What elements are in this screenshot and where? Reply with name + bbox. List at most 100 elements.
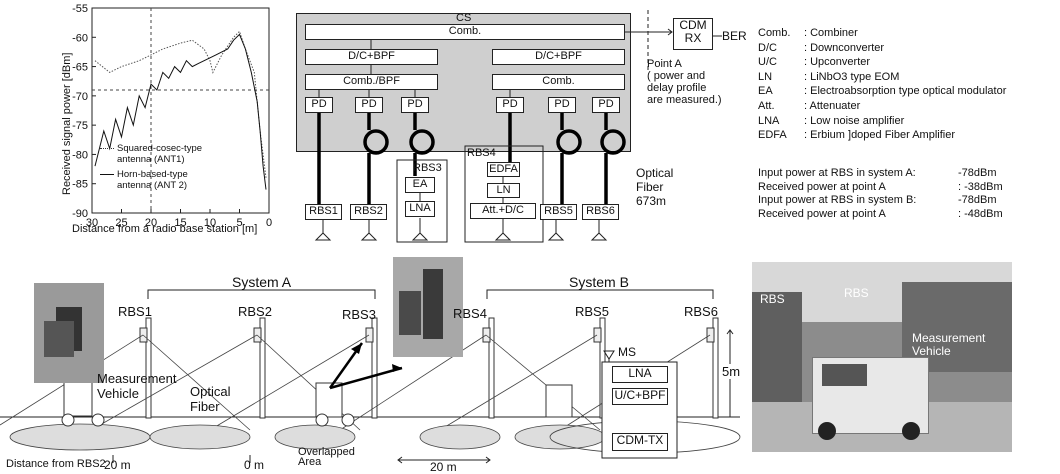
power-note-value: -78dBm [958, 167, 997, 179]
power-note-value: -78dBm [958, 194, 997, 206]
comb-right-box: Comb. [492, 74, 625, 90]
legend-label-ant1: Squared-cosec-type antenna (ANT1) [117, 143, 203, 165]
distance-20m-left: 20 m [104, 458, 131, 472]
system-a-label: System A [232, 274, 292, 290]
field-rbs2: RBS2 [238, 304, 272, 319]
power-note-value: : -38dBm [958, 180, 1003, 193]
lna-box: LNA [405, 201, 435, 217]
cdm-rx-box: CDM RX [673, 18, 713, 50]
rbs6-box: RBS6 [582, 204, 619, 220]
y-tick-label: -55 [72, 3, 88, 15]
fiber-and-rbs [314, 10, 722, 243]
system-b-label: System B [569, 274, 629, 290]
power-note-row: Input power at RBS in system A:-78dBm [758, 167, 997, 179]
ln-box: LN [487, 183, 520, 198]
field-layout [0, 289, 741, 464]
abbreviation-key: EA [758, 85, 773, 98]
abbreviation-desc: : Attenuater [804, 100, 861, 112]
abbreviation-row: D/C : Downconverter [758, 42, 884, 54]
field-rbs1: RBS1 [118, 304, 152, 319]
legend-line-dotted [100, 148, 114, 149]
abbreviation-row: Att.: Attenuater [758, 100, 860, 112]
point-a-note: Point A ( power and delay profile are me… [647, 58, 722, 106]
abbreviation-row: LN : LiNbO3 type EOM [758, 71, 899, 83]
signal-power-chart: 30 25 20 15 10 5 0 -55 -60 -65 -70 -75 -80 -85 -90 Rec… [61, 3, 272, 235]
y-tick-label: -70 [72, 91, 88, 103]
abbreviation-key: LN [758, 70, 773, 83]
pd-6: PD [592, 97, 620, 113]
x-axis-label: Distance from a radio base station [m] [72, 223, 257, 235]
pd-2: PD [355, 97, 383, 113]
y-axis-label: Received signal power [dBm] [61, 53, 73, 195]
rbs-antenna-photo-1 [34, 283, 104, 383]
y-tick-label: -65 [72, 62, 88, 74]
rbs2-box: RBS2 [350, 204, 387, 220]
edfa-box: EDFA [487, 162, 520, 177]
distance-axis-label: Distance from RBS2 [6, 458, 106, 470]
height-label: 5m [722, 364, 741, 379]
x-tick-label: 0 [266, 217, 272, 229]
ms-label: MS [618, 345, 636, 359]
street-photo: RBS RBS Measurement Vehicle [752, 262, 1012, 452]
abbreviation-row: Comb. : Combiner [758, 27, 858, 39]
power-note-label: Input power at RBS in system B: [758, 194, 917, 206]
power-note-row: Input power at RBS in system B: -78dBm [758, 194, 997, 206]
abbreviation-key: D/C [758, 41, 777, 54]
pd-4: PD [496, 97, 524, 113]
y-tick-label: -80 [72, 149, 88, 161]
photo-rbs-right: RBS [844, 286, 869, 300]
x-tick-label: 10 [204, 217, 216, 229]
pd-5: PD [548, 97, 576, 113]
optical-fiber-label: Optical Fiber [190, 384, 231, 414]
rbs3-label: RBS3 [413, 162, 442, 174]
abbreviation-key: Comb. [758, 27, 791, 39]
y-tick-label: -85 [72, 179, 88, 191]
x-tick-label: 20 [145, 217, 157, 229]
ea-box: EA [405, 177, 435, 193]
comb-box: Comb. [305, 24, 625, 40]
measurement-vehicle-label: Measurement Vehicle [97, 371, 177, 401]
abbreviation-desc: : Combiner [804, 27, 858, 39]
comb-bpf-box: Comb./BPF [305, 74, 438, 90]
ms-lna: LNA [612, 366, 668, 383]
field-rbs5: RBS5 [575, 304, 609, 319]
abbreviation-desc: : Upconverter [804, 56, 871, 69]
ms-uc-bpf: U/C+BPF [612, 388, 668, 405]
rbs1-box: RBS1 [305, 204, 342, 220]
abbreviation-desc: : LiNbO3 type EOM [804, 70, 900, 83]
abbreviation-desc: : Erbium ]doped Fiber Amplifier [804, 129, 956, 142]
optical-fiber-673m: Optical Fiber 673m [636, 166, 674, 208]
abbreviation-key: LNA [758, 114, 780, 127]
cs-label: CS [456, 12, 472, 24]
power-note-row: Received power at point A: -48dBm [758, 208, 1003, 220]
rbs4-label: RBS4 [467, 147, 496, 159]
abbreviation-row: EDFA: Erbium ]doped Fiber Amplifier [758, 129, 955, 141]
abbreviation-key: U/C [758, 56, 777, 69]
x-tick-label: 5 [236, 217, 242, 229]
cs-wiring [318, 40, 511, 97]
y-tick-label: -60 [72, 32, 88, 44]
power-note-label: Received power at point A [758, 180, 886, 193]
cdm-rx-line1: CDM [679, 18, 707, 32]
ms-cdm-tx: CDM-TX [612, 433, 668, 451]
photo-vehicle-label: Measurement Vehicle [912, 331, 986, 358]
rbs5-box: RBS5 [540, 204, 577, 220]
x-tick-label: 15 [174, 217, 186, 229]
abbreviation-desc: : Downconverter [804, 41, 885, 54]
y-tick-label: -75 [72, 120, 88, 132]
pd-3: PD [401, 97, 429, 113]
series-line-ant2 [94, 33, 267, 190]
pd-1: PD [305, 97, 333, 113]
rbs-antenna-photo-2 [393, 257, 463, 357]
legend-line-solid [100, 174, 114, 175]
x-tick-label: 25 [115, 217, 127, 229]
cdm-rx-line2: RX [684, 31, 702, 45]
field-rbs3: RBS3 [342, 307, 376, 322]
field-rbs6: RBS6 [684, 304, 718, 319]
dc-bpf-right: D/C+BPF [492, 49, 625, 65]
y-tick-label: -90 [72, 208, 88, 220]
overlapped-area-label: Overlapped Area [298, 446, 355, 468]
power-note-row: Received power at point A : -38dBm [758, 181, 1003, 193]
x-tick-label: 30 [86, 217, 98, 229]
distance-20m-right: 20 m [430, 460, 457, 474]
